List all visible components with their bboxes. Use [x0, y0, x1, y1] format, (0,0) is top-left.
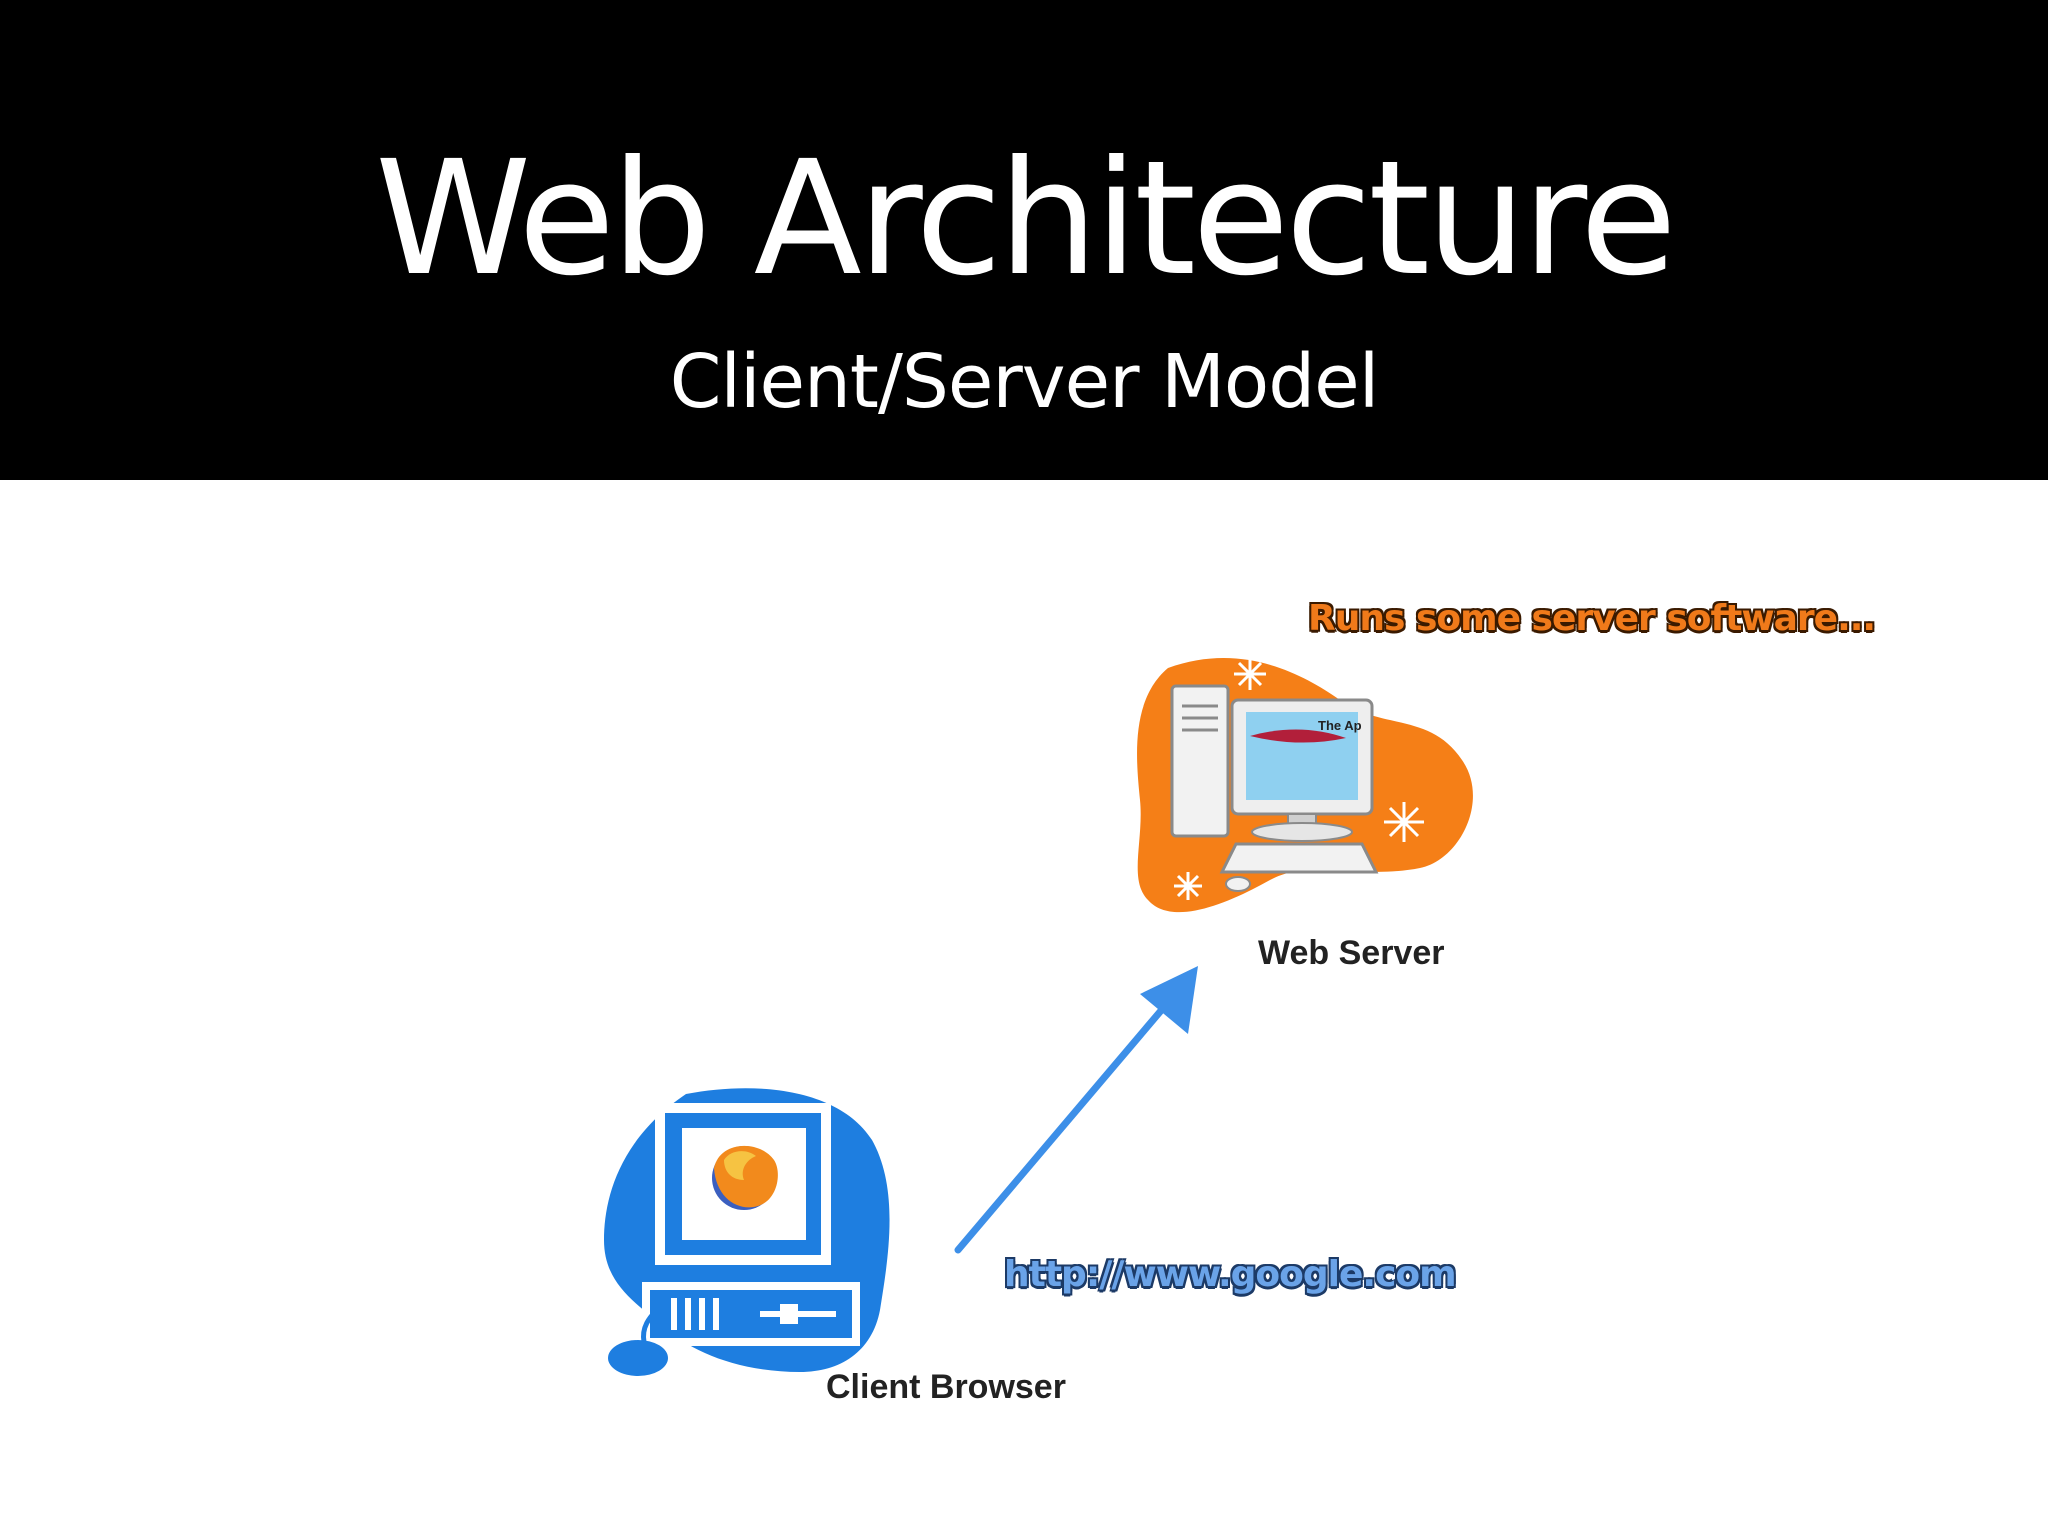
- server-software-callout: Runs some server software...: [1308, 598, 1876, 639]
- firefox-logo-icon: [712, 1145, 778, 1210]
- sparkle-icon: [1174, 658, 1424, 900]
- request-url-callout: http://www.google.com: [1004, 1254, 1457, 1295]
- slide-subtitle: Client/Server Model: [669, 339, 1380, 425]
- title-banner: Web Architecture Client/Server Model: [0, 0, 2048, 480]
- slide-title: Web Architecture: [375, 127, 1677, 311]
- client-computer-icon: [604, 1088, 890, 1376]
- request-arrow: [954, 966, 1198, 1254]
- client-browser-label: Client Browser: [826, 1368, 1066, 1406]
- server-computer-icon: The Ap: [1137, 658, 1473, 913]
- web-server-label: Web Server: [1258, 934, 1445, 972]
- arrow-head-icon: [1140, 966, 1198, 1034]
- server-screen-text: The Ap: [1318, 718, 1362, 733]
